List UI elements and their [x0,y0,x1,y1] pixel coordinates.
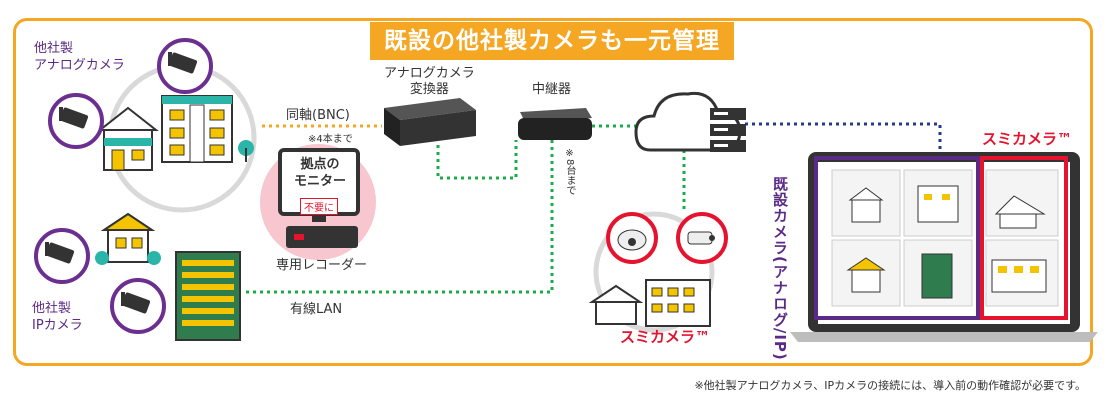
converter-relay-line [436,140,518,180]
coax-label: 同軸(BNC) [286,108,350,123]
camera-view-grid [831,169,1059,307]
sumi-camera-label-laptop: スミカメラ™ [982,130,1073,148]
bullet-camera-icon [676,212,728,264]
sumi-camera-highlight [980,156,1068,320]
lan-label: 有線LAN [290,302,343,317]
converter-label-line-2: 変換器 [409,82,449,97]
converter-label: アナログカメラ 変換器 [384,66,475,98]
relay-device-icon [518,108,592,140]
lan-line [245,140,554,294]
ip-camera-icon [34,228,90,284]
diagram-title: 既設の他社製カメラも一元管理 [370,22,734,60]
ip-camera-icon [110,278,166,334]
monitor-text: 拠点の モニター [292,156,348,190]
analog-camera-icon [157,38,213,94]
sumi-buildings-icon [588,279,711,327]
recorder-label: 専用レコーダー [276,258,368,273]
existing-camera-highlight [814,156,980,320]
apartment-icon [161,95,254,163]
house-icon [95,212,161,265]
recorder-icon [286,226,358,248]
existing-camera-label: 既設カメラ(アナログ/IP) [771,176,789,361]
monitor-text-line-2: モニター [293,174,346,189]
analog-camera-label-line-1: 他社製 [34,41,74,56]
server-monitor-line [745,122,942,152]
analog-camera-label: 他社製 アナログカメラ [34,40,125,74]
sumi-camera-circle [593,211,715,333]
converter-label-line-1: アナログカメラ [384,66,475,81]
ip-camera-label-line-2: IPカメラ [32,318,83,333]
monitor-text-line-1: 拠点の [300,157,340,172]
dome-camera-icon [606,212,658,264]
server-icon [710,108,746,152]
relay-label: 中継器 [532,82,572,97]
ip-camera-label: 他社製 IPカメラ [32,300,83,334]
analog-camera-label-line-2: アナログカメラ [34,58,125,73]
tower-building-icon [175,251,241,341]
footnote: ※他社製アナログカメラ、IPカメラの接続には、導入前の動作確認が必要です。 [694,379,1086,392]
relay-note: ※8台まで [564,148,575,196]
ip-camera-label-line-1: 他社製 [32,301,72,316]
house-icon [97,106,159,171]
sumi-camera-label: スミカメラ™ [620,328,711,346]
analog-camera-icon [48,93,104,149]
converter-device-icon [384,98,476,146]
coax-note: ※4本まで [308,134,353,145]
diagram-frame [13,18,1093,366]
monitor-badge: 不要に [300,198,338,215]
